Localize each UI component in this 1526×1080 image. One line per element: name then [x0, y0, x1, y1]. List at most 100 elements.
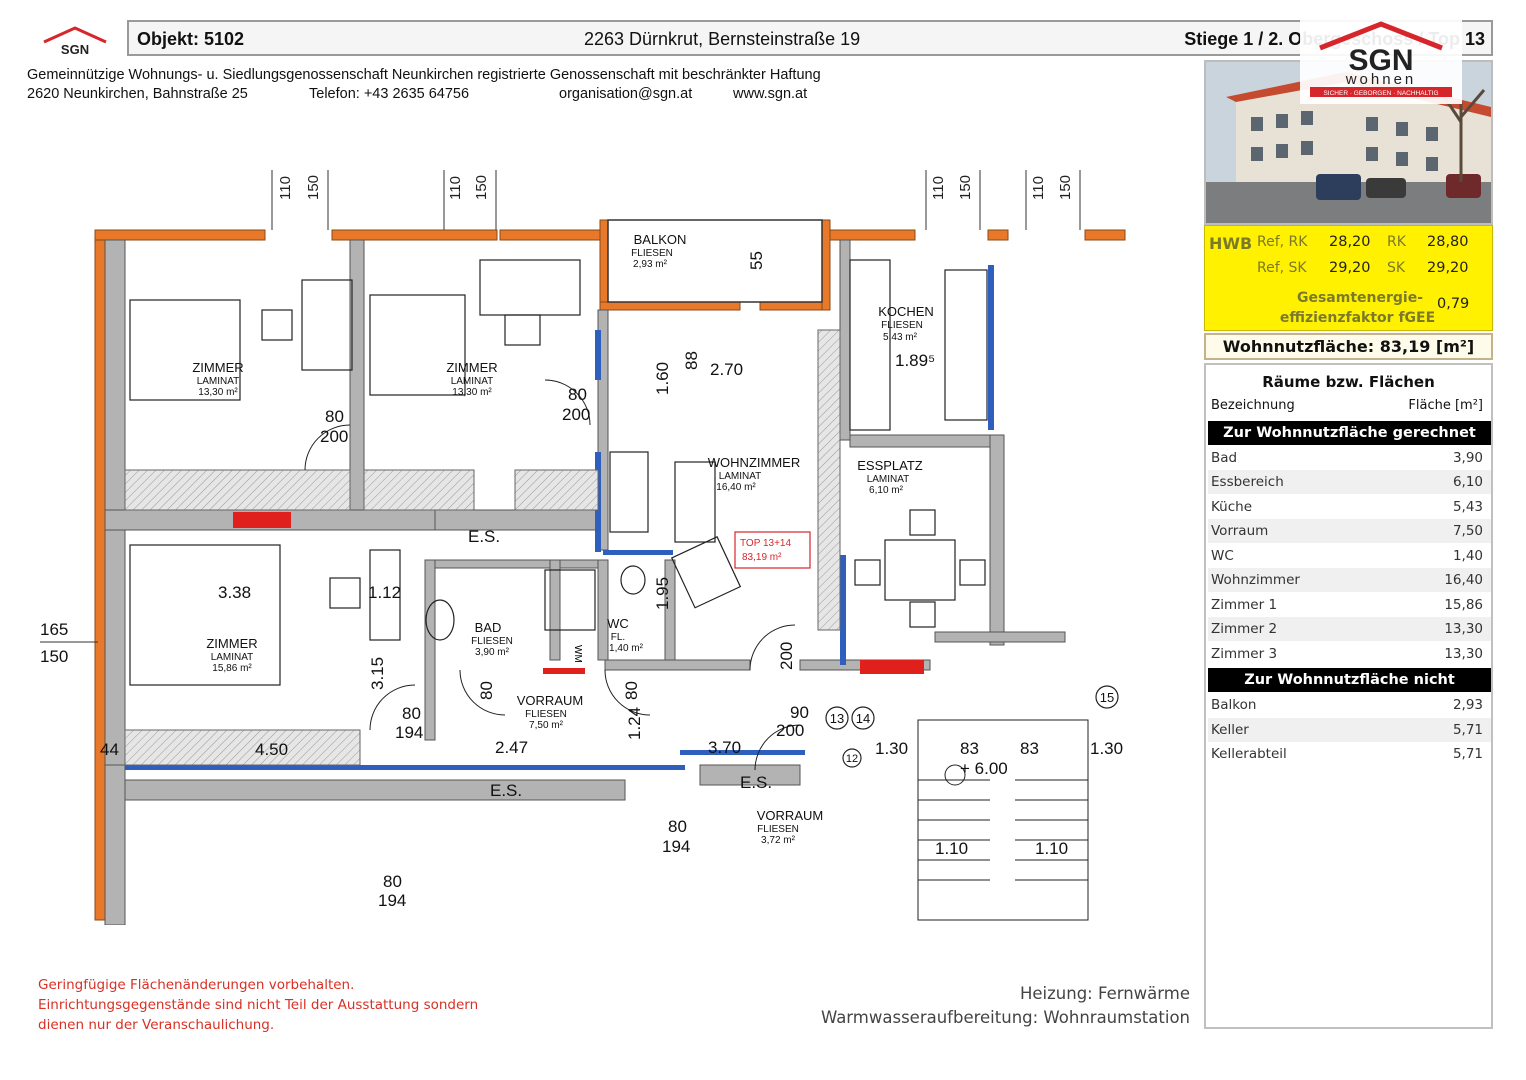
- svg-text:80: 80: [325, 407, 344, 426]
- svg-text:E.S.: E.S.: [490, 781, 522, 800]
- room-label: KOCHEN: [878, 304, 934, 319]
- svg-text:2.70: 2.70: [710, 360, 743, 379]
- room-label: BALKON: [634, 232, 687, 247]
- svg-text:83: 83: [960, 739, 979, 758]
- svg-text:80: 80: [477, 681, 496, 700]
- svg-text:3,90 m²: 3,90 m²: [475, 647, 510, 658]
- svg-text:150: 150: [1057, 175, 1074, 200]
- room-label: ZIMMER: [192, 360, 243, 375]
- fgee-value: 0,79: [1437, 296, 1470, 312]
- svg-text:200: 200: [320, 427, 348, 446]
- svg-text:3.15: 3.15: [368, 657, 387, 690]
- room-label: WOHNZIMMER: [708, 455, 800, 470]
- svg-text:FL.: FL.: [611, 632, 625, 643]
- heating-line: Heizung: Fernwärme: [1019, 984, 1190, 1003]
- svg-text:150: 150: [473, 175, 490, 200]
- svg-text:LAMINAT: LAMINAT: [867, 474, 910, 485]
- sgn-logo-small: SGN: [40, 26, 110, 60]
- svg-text:3.38: 3.38: [218, 583, 251, 602]
- rooms-table: Räume bzw. Flächen Bezeichnung Fläche [m…: [1204, 363, 1493, 1029]
- property-address: 2263 Dürnkrut, Bernsteinstraße 19: [584, 29, 861, 49]
- svg-text:194: 194: [662, 837, 690, 856]
- svg-text:FLIESEN: FLIESEN: [881, 320, 923, 331]
- company-email: organisation@sgn.at: [559, 86, 693, 102]
- top-area: 83,19 m²: [742, 552, 782, 563]
- svg-text:1.24: 1.24: [625, 707, 644, 740]
- svg-text:FLIESEN: FLIESEN: [631, 248, 673, 259]
- disclaimer-line: dienen nur der Veranschaulichung.: [38, 1017, 275, 1033]
- svg-text:165: 165: [40, 620, 68, 639]
- building-photo: [1204, 60, 1493, 225]
- logo-tagline: SICHER · GEBORGEN · NACHHALTIG: [1323, 90, 1438, 97]
- svg-text:WM: WM: [572, 645, 583, 663]
- svg-text:55: 55: [747, 251, 766, 270]
- col-header-name: Bezeichnung: [1211, 398, 1295, 413]
- company-contact-row: 2620 Neunkirchen, Bahnstraße 25 Telefon: …: [27, 85, 821, 104]
- svg-text:3.70: 3.70: [708, 738, 741, 757]
- svg-text:88: 88: [682, 351, 701, 370]
- svg-text:FLIESEN: FLIESEN: [757, 824, 799, 835]
- company-address: 2620 Neunkirchen, Bahnstraße 25: [27, 86, 248, 102]
- svg-text:80: 80: [668, 817, 687, 836]
- energy-box: HWB Ref, RK 28,20 RK 28,80 Ref, SK 29,20…: [1204, 225, 1493, 331]
- hwb-label: HWB: [1209, 234, 1253, 253]
- company-phone: Telefon: +43 2635 64756: [309, 86, 470, 102]
- svg-text:FLIESEN: FLIESEN: [525, 709, 567, 720]
- room-label: ESSPLATZ: [857, 458, 923, 473]
- furniture: [129, 259, 988, 686]
- exterior-walls: [94, 219, 1126, 921]
- svg-text:80: 80: [383, 872, 402, 891]
- ref-rk-value: 28,20: [1329, 234, 1371, 250]
- top-dimensions: 110 150 110 150 110 150 110 150: [277, 175, 1074, 200]
- room-label: BAD: [475, 620, 502, 635]
- svg-text:2.47: 2.47: [495, 738, 528, 757]
- room-label: ZIMMER: [206, 636, 257, 651]
- ref-rk-label: Ref, RK: [1257, 234, 1308, 250]
- svg-text:13,30 m²: 13,30 m²: [198, 387, 238, 398]
- svg-text:110: 110: [447, 176, 464, 200]
- sk-label: SK: [1387, 260, 1406, 276]
- section-included: Zur Wohnnutzfläche gerechnet: [1208, 421, 1491, 445]
- svg-text:5,43 m²: 5,43 m²: [883, 332, 918, 343]
- room-label: ZIMMER: [446, 360, 497, 375]
- svg-text:15,86 m²: 15,86 m²: [212, 663, 252, 674]
- objekt-number: Objekt: 5102: [137, 29, 245, 49]
- svg-text:80: 80: [568, 385, 587, 404]
- svg-text:150: 150: [957, 175, 974, 200]
- svg-text:E.S.: E.S.: [740, 773, 772, 792]
- svg-text:200: 200: [776, 721, 804, 740]
- header-bar: Objekt: 5102 2263 Dürnkrut, Bernsteinstr…: [127, 20, 1493, 56]
- svg-text:44: 44: [100, 740, 119, 759]
- company-name: Gemeinnützige Wohnungs- u. Siedlungsgeno…: [27, 67, 821, 83]
- svg-text:1.89⁵: 1.89⁵: [895, 351, 935, 370]
- fgee-label-1: Gesamtenergie-: [1296, 290, 1424, 306]
- room-label: VORRAUM: [757, 808, 823, 823]
- fgee-label-2: effizienzfaktor fGEE: [1279, 310, 1436, 326]
- svg-text:83: 83: [1020, 739, 1039, 758]
- svg-text:7,50 m²: 7,50 m²: [529, 720, 564, 731]
- svg-text:LAMINAT: LAMINAT: [451, 376, 494, 387]
- disclaimer-line: Einrichtungsgegenstände sind nicht Teil …: [38, 997, 479, 1013]
- svg-text:150: 150: [40, 647, 68, 666]
- warmwater-line: Warmwasseraufbereitung: Wohnraumstation: [820, 1008, 1190, 1027]
- svg-text:FLIESEN: FLIESEN: [471, 636, 513, 647]
- col-header-area: Fläche [m²]: [1408, 398, 1483, 413]
- svg-text:2,93 m²: 2,93 m²: [633, 259, 668, 270]
- heating-info: Heizung: Fernwärme Warmwasseraufbereitun…: [780, 982, 1190, 1030]
- svg-text:194: 194: [378, 891, 406, 910]
- rk-value: 28,80: [1427, 234, 1469, 250]
- top-label: TOP 13+14: [740, 538, 791, 549]
- section-excluded: Zur Wohnnutzfläche nicht gerechnet: [1208, 668, 1491, 712]
- svg-text:80: 80: [622, 681, 641, 700]
- logo-big-text: SGN: [1348, 44, 1413, 77]
- svg-text:90: 90: [790, 703, 809, 722]
